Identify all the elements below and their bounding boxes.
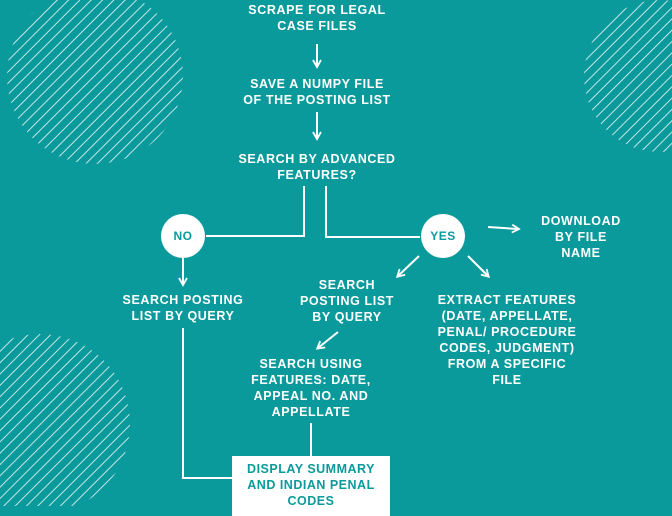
decision-yes-circle: YES: [421, 214, 465, 258]
node-download-by-file-name: DOWNLOAD BY FILE NAME: [541, 214, 621, 260]
node-scrape-legal-case-files: SCRAPE FOR LEGAL CASE FILES: [248, 3, 386, 33]
connector-decision-to-yes: [325, 186, 420, 238]
hatch-circle-top-left: [7, 0, 183, 164]
node-search-by-advanced-features: SEARCH BY ADVANCED FEATURES?: [238, 152, 396, 182]
hatch-circle-bottom-left: [0, 334, 130, 506]
node-search-posting-list-no-branch: SEARCH POSTING LIST BY QUERY: [122, 293, 244, 323]
arrow-yes-to-extract: [467, 255, 490, 278]
arrow-search-posting-to-features: [315, 331, 339, 350]
node-display-summary: DISPLAY SUMMARY AND INDIAN PENAL CODES: [232, 456, 390, 516]
node-save-numpy-file: SAVE A NUMPY FILE OF THE POSTING LIST: [243, 77, 391, 107]
hatch-circle-top-right: [584, 0, 672, 152]
arrow-yes-to-download: [487, 223, 521, 234]
connector-decision-to-no: [206, 186, 305, 237]
node-search-posting-list-yes-branch: SEARCH POSTING LIST BY QUERY: [299, 278, 394, 324]
node-extract-features: EXTRACT FEATURES (DATE, APPELLATE, PENAL…: [437, 293, 577, 387]
node-search-using-features: SEARCH USING FEATURES: DATE, APPEAL NO. …: [251, 357, 371, 419]
decision-no-label: NO: [173, 229, 193, 243]
decision-no-circle: NO: [161, 214, 205, 258]
connector-no-branch-to-display: [182, 328, 232, 479]
arrow-yes-to-search-posting: [395, 255, 420, 278]
decision-yes-label: YES: [430, 229, 456, 243]
